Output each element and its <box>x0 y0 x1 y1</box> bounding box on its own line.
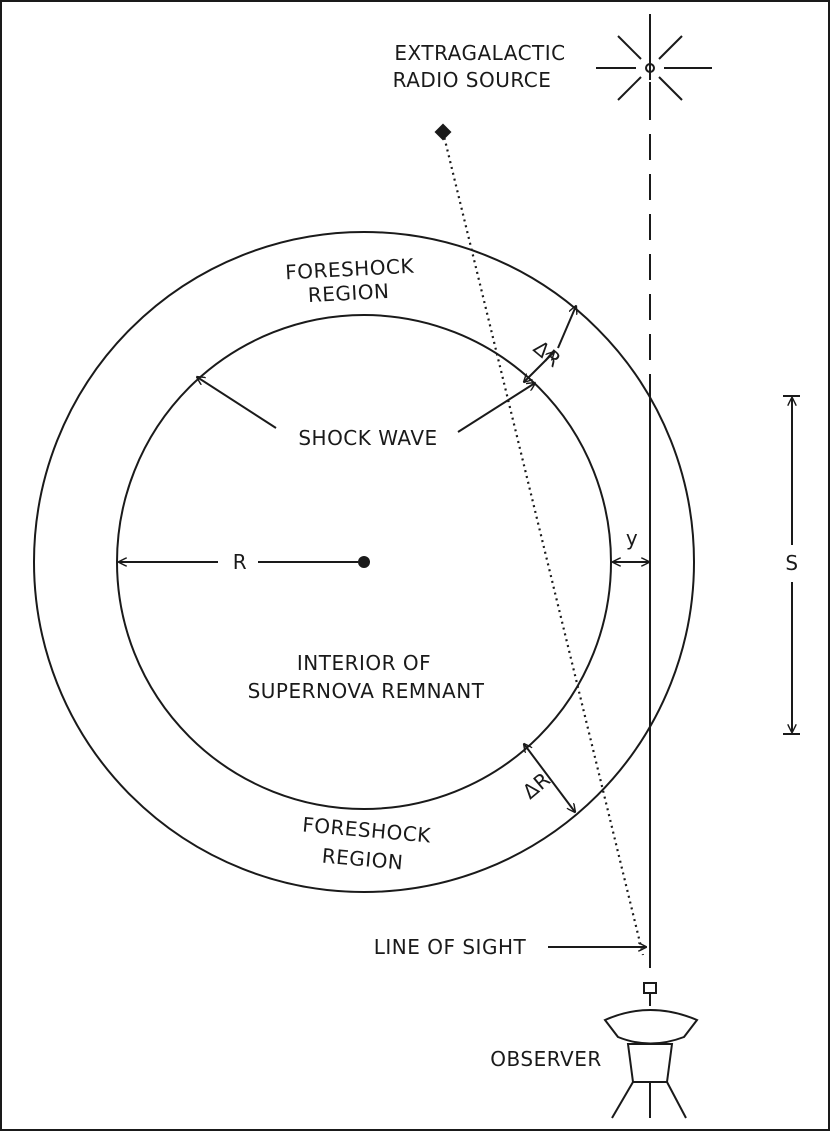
source-label-line1: EXTRAGALACTIC <box>394 41 565 65</box>
observer-label: OBSERVER <box>490 1047 601 1071</box>
source-label-line2: RADIO SOURCE <box>393 68 552 92</box>
foreshock-top-label-line2: REGION <box>307 279 390 307</box>
shock-wave-label: SHOCK WAVE <box>298 426 437 450</box>
diamond-marker <box>434 123 452 141</box>
delta-r-top-arrow <box>524 352 554 382</box>
interior-label-line2: SUPERNOVA REMNANT <box>248 679 485 703</box>
foreshock-outer-circle <box>33 231 695 893</box>
radio-telescope-icon <box>603 982 699 1119</box>
foreshock-top-label-line1: FORESHOCK <box>285 254 415 285</box>
foreshock-bottom-label-line2: REGION <box>321 844 404 875</box>
shock-wave-arrow-right <box>457 383 535 433</box>
radius-label: R <box>233 550 247 574</box>
shock-wave-arrow-left <box>197 377 277 429</box>
delta-r-top-arrow-upper <box>557 306 576 349</box>
y-label: y <box>626 526 638 550</box>
dotted-oblique-line <box>441 131 645 956</box>
radio-source-star-icon <box>596 14 712 101</box>
shock-wave-circle <box>116 314 612 810</box>
delta-r-bottom-arrow <box>524 744 575 812</box>
remnant-center-dot <box>358 556 370 568</box>
foreshock-bottom-label-line1: FORESHOCK <box>301 812 432 847</box>
delta-r-bottom-label: ΔR <box>518 767 555 804</box>
line-of-sight-label: LINE OF SIGHT <box>374 935 527 959</box>
interior-label-line1: INTERIOR OF <box>297 651 431 675</box>
s-label: S <box>785 551 798 575</box>
